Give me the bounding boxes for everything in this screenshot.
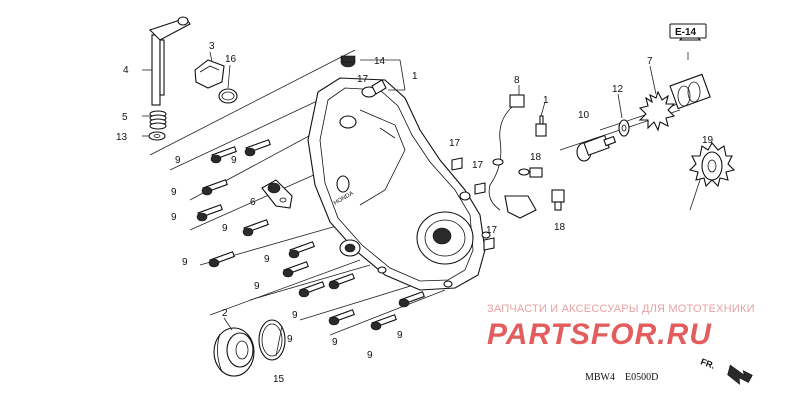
- bolt: [328, 309, 355, 326]
- callout-9-d: 9: [171, 212, 177, 223]
- callout-9-j: 9: [287, 334, 293, 345]
- callout-6: 6: [250, 197, 256, 208]
- reference-box-frame: [669, 23, 707, 39]
- fitting-11: [535, 115, 547, 137]
- callout-1: 1: [412, 71, 418, 82]
- spring: [149, 110, 167, 130]
- washer-12: [618, 119, 630, 137]
- plug-17-b: [474, 182, 486, 195]
- plug-17-c: [483, 237, 495, 251]
- gasket-ring: [258, 319, 286, 361]
- callout-10: 10: [578, 110, 590, 121]
- callout-9-g: 9: [264, 254, 270, 265]
- bolt: [208, 251, 235, 268]
- callout-9-b: 9: [231, 155, 237, 166]
- oil-seal: [213, 327, 255, 377]
- bolt: [328, 273, 355, 290]
- sensor-bracket: [261, 179, 293, 209]
- sensor-wire: [488, 94, 537, 219]
- gear-19: [688, 142, 736, 188]
- callout-1-sensor: 1: [543, 95, 549, 106]
- leader-lines: [142, 51, 657, 357]
- bolt: [242, 219, 269, 237]
- front-arrow: FR.: [699, 356, 753, 385]
- front-label: FR.: [699, 356, 716, 370]
- callout-2: 2: [222, 308, 228, 319]
- callout-14: 14: [374, 56, 386, 67]
- gear-assembly: [638, 73, 711, 132]
- bolt: [196, 204, 223, 222]
- o-ring: [218, 88, 238, 104]
- callout-18-a: 18: [530, 152, 542, 163]
- callout-9-a: 9: [175, 155, 181, 166]
- callout-15: 15: [273, 374, 285, 385]
- fitting-18-lower: [551, 189, 565, 211]
- bolt: [210, 146, 237, 164]
- watermark-tagline: ЗАПЧАСТИ И АКСЕССУАРЫ ДЛЯ МОТОТЕХНИКИ: [487, 303, 755, 315]
- crankcase-cover: HONDA: [307, 77, 491, 291]
- bolt-10: [576, 134, 617, 162]
- callout-12: 12: [612, 84, 624, 95]
- top-plug: [340, 55, 356, 68]
- bolt: [282, 261, 309, 278]
- bolt: [298, 281, 325, 298]
- bolt: [288, 241, 315, 259]
- figure-code: E0500D: [625, 372, 659, 383]
- callout-13: 13: [116, 132, 128, 143]
- callout-17-c: 17: [472, 160, 484, 171]
- reference-box: E-14: [669, 23, 707, 60]
- callout-9-k: 9: [332, 337, 338, 348]
- plug-17-top: [371, 79, 387, 95]
- bolt: [398, 291, 425, 308]
- callout-19: 19: [702, 135, 714, 146]
- callout-17-a: 17: [357, 74, 369, 85]
- callout-17-b: 17: [449, 138, 461, 149]
- callout-9-e: 9: [222, 223, 228, 234]
- bolt: [244, 139, 271, 157]
- callout-9-m: 9: [397, 330, 403, 341]
- callout-17-d: 17: [486, 225, 498, 236]
- bolt-group: [196, 139, 425, 331]
- callout-9-f: 9: [182, 257, 188, 268]
- callout-9-i: 9: [292, 310, 298, 321]
- shift-lever: [148, 16, 191, 106]
- callout-5: 5: [122, 112, 128, 123]
- watermark-logo: PARTSFOR.RU: [487, 318, 712, 351]
- callout-9-c: 9: [171, 187, 177, 198]
- callout-7: 7: [647, 56, 653, 67]
- callouts: 4 5 13 3 16 9 9 9 9 9 6 9 9 9 9 9 9 9 9 …: [116, 41, 714, 385]
- callout-9-h: 9: [254, 281, 260, 292]
- callout-9-l: 9: [367, 350, 373, 361]
- model-code: MBW4: [585, 372, 615, 383]
- reference-code: E-14: [675, 27, 697, 38]
- callout-8: 8: [514, 75, 520, 86]
- callout-3: 3: [209, 41, 215, 52]
- callout-18-b: 18: [554, 222, 566, 233]
- cap: [194, 59, 225, 89]
- bolt: [370, 314, 397, 331]
- callout-16: 16: [225, 54, 237, 65]
- fitting-18-upper: [529, 167, 543, 178]
- plug-17-a: [451, 157, 463, 171]
- bolt: [201, 179, 228, 196]
- washer: [148, 131, 166, 141]
- callout-4: 4: [123, 65, 129, 76]
